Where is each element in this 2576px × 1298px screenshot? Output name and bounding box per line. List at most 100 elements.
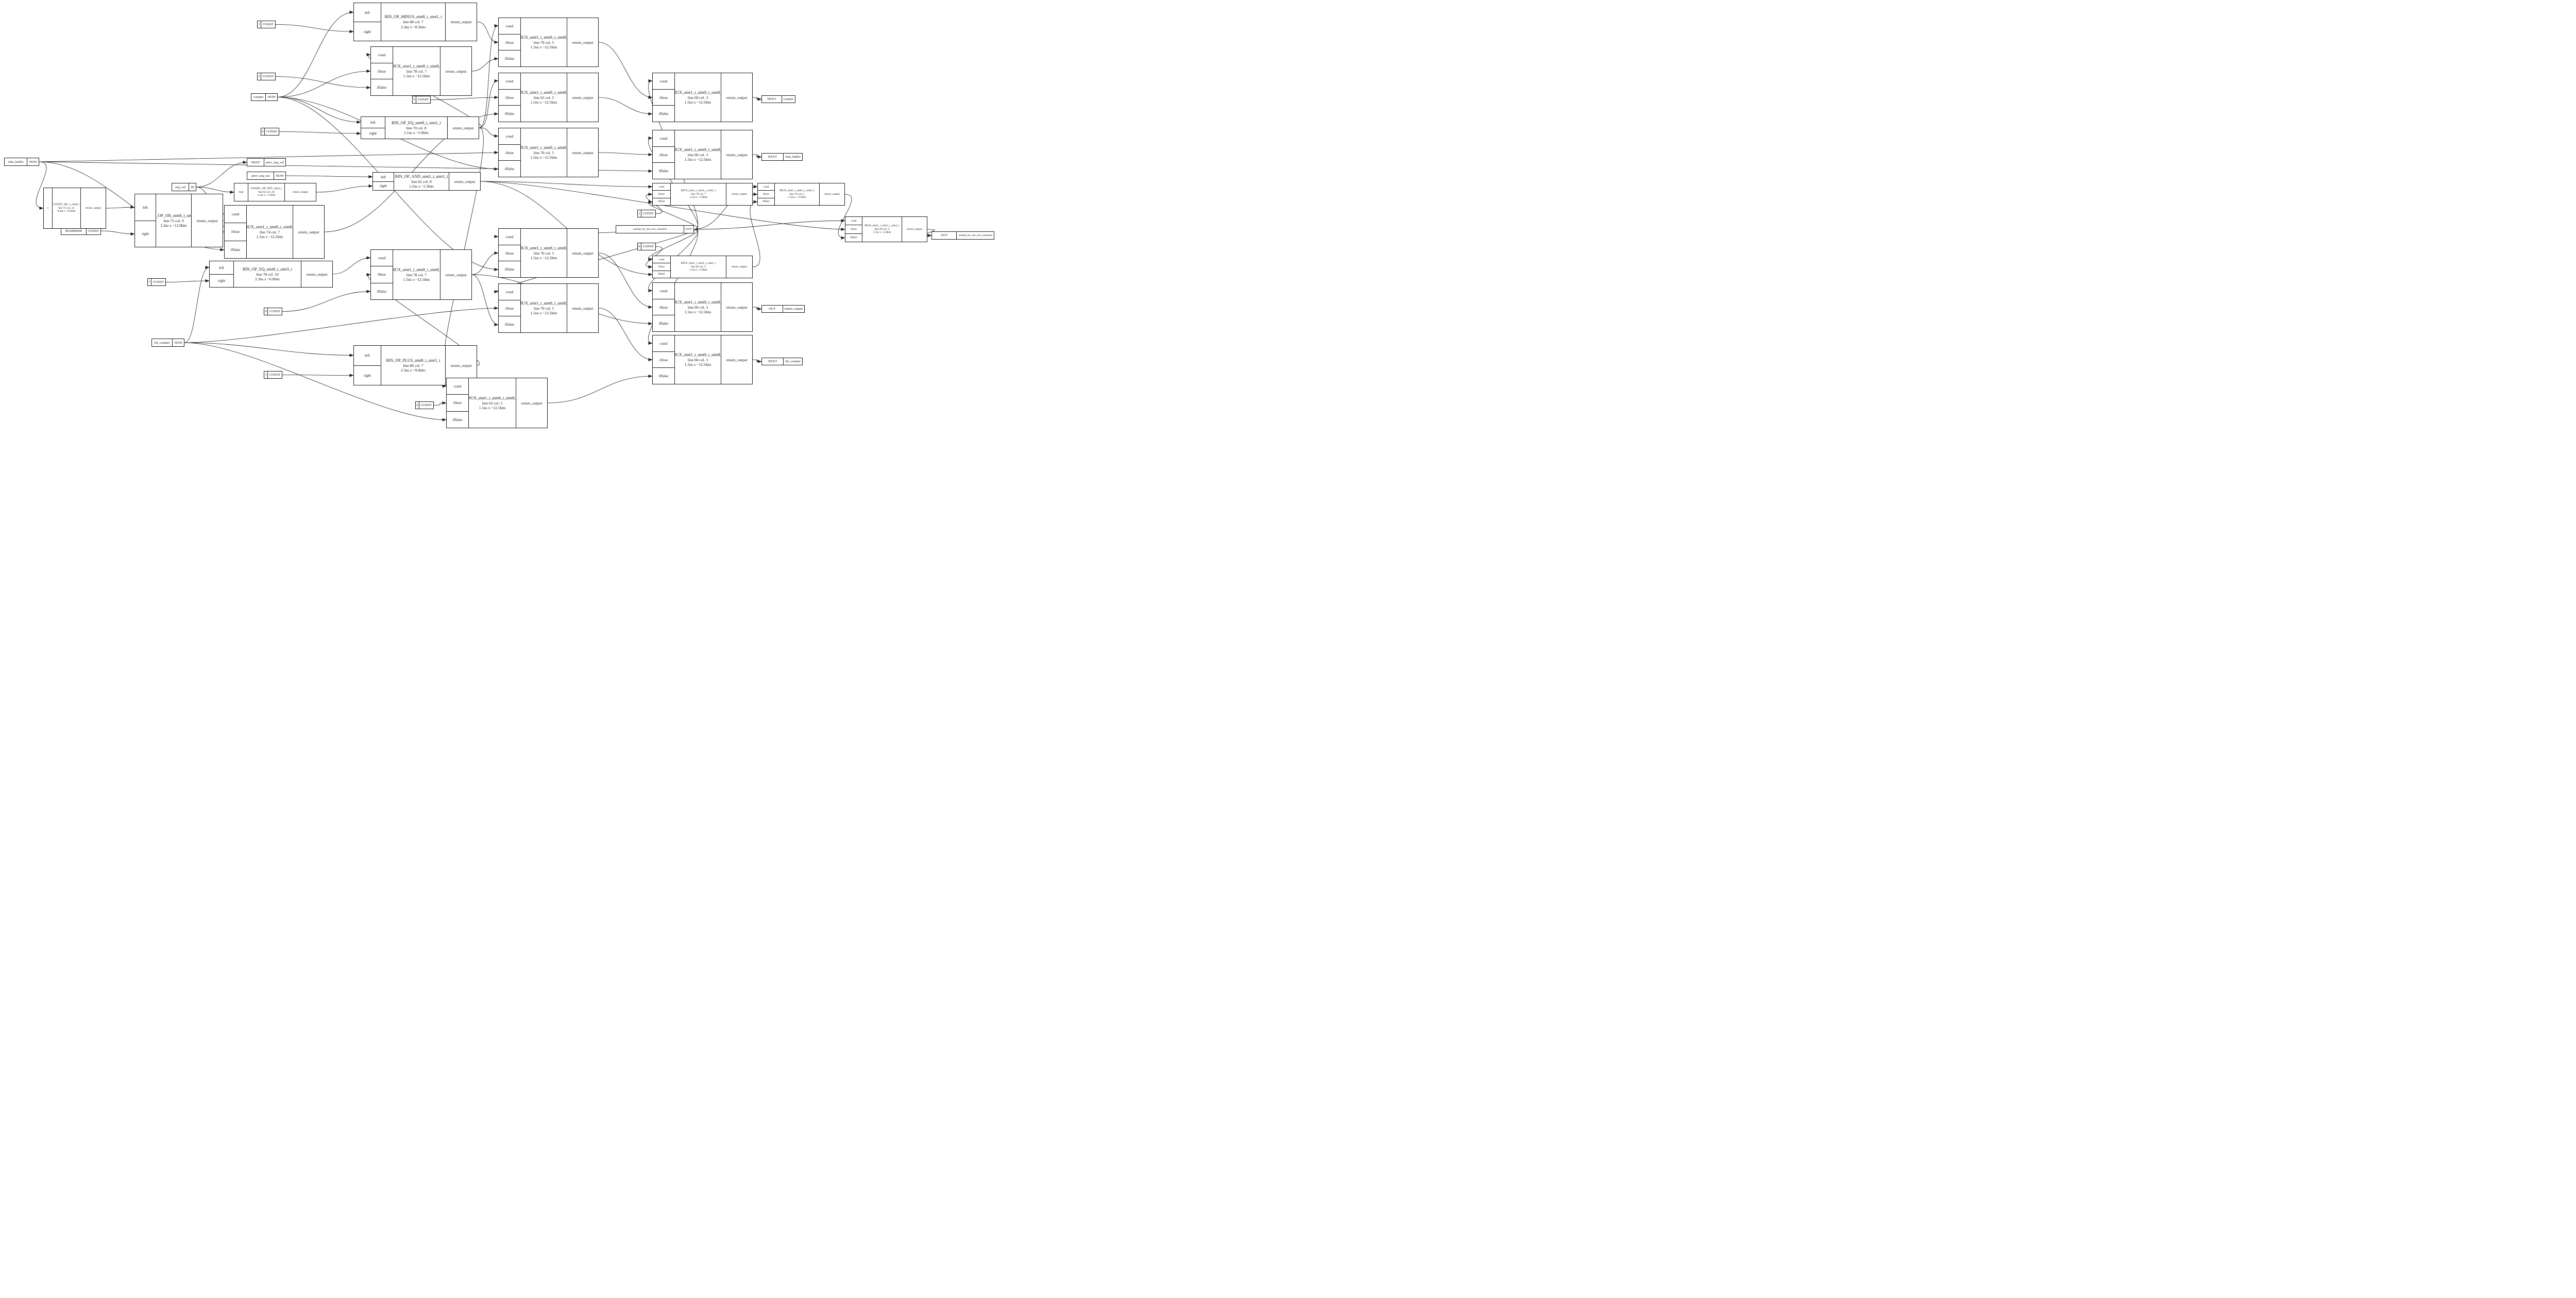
node-line: line 70 col. 5 bbox=[533, 250, 554, 256]
port-cond: cond bbox=[658, 258, 665, 261]
edge-s3-B1 bbox=[277, 10, 354, 97]
node-timing: 1.5ns x ~12.5bits bbox=[530, 100, 557, 105]
io-tag: return_output bbox=[782, 306, 804, 312]
node-timing: 1.5ns x ~12.5bits bbox=[479, 406, 506, 410]
io-tag: char_buffer bbox=[783, 154, 802, 160]
io-tag: IN bbox=[189, 183, 196, 191]
edge-R1-s19 bbox=[752, 97, 762, 101]
port-cond: cond bbox=[659, 78, 668, 83]
output-port-return-output: return_output bbox=[293, 206, 324, 258]
node-timing: 1.5ns x ~12.5bits bbox=[684, 157, 711, 162]
node-title: CONST_SR_1_uint8_t bbox=[53, 203, 80, 206]
node-timing: 1.5ns x ~12.5bits bbox=[530, 256, 557, 260]
node-timing: 1.2ns x ~1.5bits bbox=[409, 184, 434, 189]
port-iffalse: iffalse bbox=[499, 160, 520, 177]
output-port-return-output: return_output bbox=[445, 346, 477, 385]
port-iftrue: iftrue bbox=[653, 263, 670, 270]
port-iffalse: iffalse bbox=[653, 162, 674, 179]
port-iffalse: iffalse bbox=[653, 197, 670, 205]
port-cond: cond bbox=[505, 234, 514, 239]
node-title: MUX_uint1_t_uint8_t_uint8_t bbox=[675, 147, 721, 152]
edge-s13-B17 bbox=[184, 307, 499, 343]
port-cond: cond bbox=[378, 52, 386, 57]
node-title: MUX_uint1_t_uint8_t_uint8_t bbox=[675, 299, 721, 305]
port-iftrue: iftrue bbox=[653, 190, 670, 197]
edge-B9-B10 bbox=[332, 256, 371, 275]
port-cond: cond bbox=[505, 23, 514, 28]
node-timing: 1.5ns x ~2.0bits bbox=[689, 268, 708, 272]
io-label: OUT bbox=[769, 307, 776, 311]
node-line: line 60 col. 3 bbox=[874, 227, 890, 231]
port-iftrue: iftrue bbox=[499, 33, 520, 50]
node-line: line 78 col. 7 bbox=[406, 69, 427, 74]
output-port-return-output: return_output bbox=[447, 117, 479, 139]
edge-B4-R3 bbox=[480, 181, 653, 189]
port-iffalse: iffalse bbox=[653, 270, 670, 278]
node-timing: 2.1ns x ~5.0bits bbox=[404, 130, 429, 135]
port-iftrue: iftrue bbox=[653, 298, 674, 315]
node-line: line 70 col. 5 bbox=[533, 150, 554, 155]
io-label: NEXT bbox=[251, 160, 260, 164]
node-title: BIN_OP_PLUS_uint8_t_uint1_t bbox=[386, 358, 440, 363]
output-port-return-output: return_output bbox=[902, 217, 927, 242]
edge-s5-B3 bbox=[279, 131, 361, 135]
edge-s13-B9 bbox=[184, 266, 210, 343]
port-cond: cond bbox=[658, 185, 665, 189]
node-line: line 75 col. 9 bbox=[163, 218, 184, 223]
node-timing: 1.5ns x ~2.0bits bbox=[689, 196, 708, 199]
output-port-return-output: return_output bbox=[726, 183, 752, 205]
port-iffalse: iffalse bbox=[499, 316, 520, 332]
output-port-return-output: return_output bbox=[567, 73, 598, 122]
port-right: right bbox=[373, 181, 394, 191]
port-cond: cond bbox=[659, 341, 668, 346]
edge-B13-R1 bbox=[598, 42, 653, 99]
port-right: right bbox=[354, 365, 381, 385]
port-iffalse: iffalse bbox=[653, 315, 674, 331]
output-port-return-output: return_output bbox=[301, 261, 332, 287]
node-timing: 1.5ns x ~12.5bits bbox=[684, 310, 711, 314]
node-timing: 1.5ns x ~12.5bits bbox=[684, 100, 711, 105]
output-port-return-output: return_output bbox=[567, 128, 598, 177]
port-right: right bbox=[135, 220, 156, 247]
port-iftrue: iftrue bbox=[845, 225, 862, 233]
port-left: left bbox=[370, 120, 376, 125]
edge-B1-B13 bbox=[477, 22, 499, 44]
edge-B3-B14 bbox=[479, 79, 499, 128]
edge-s6-B6 bbox=[36, 161, 47, 210]
output-port-return-output: return_output bbox=[80, 188, 106, 228]
node-line: line 62 col. 5 bbox=[691, 265, 706, 268]
edge-B3-B13 bbox=[479, 24, 499, 128]
edge-B5-B4 bbox=[316, 184, 373, 193]
edge-s10-B4 bbox=[285, 175, 373, 178]
port-iftrue: iftrue bbox=[653, 146, 674, 163]
node-timing: 2.3ns x ~6.0bits bbox=[255, 277, 280, 281]
edge-B16-R5 bbox=[598, 252, 653, 309]
edge-s8-s9 bbox=[196, 161, 247, 188]
port-left: left bbox=[381, 174, 386, 179]
node-line: line 72 col. 21 bbox=[58, 206, 75, 210]
io-label: prev_seq_val bbox=[251, 174, 270, 178]
